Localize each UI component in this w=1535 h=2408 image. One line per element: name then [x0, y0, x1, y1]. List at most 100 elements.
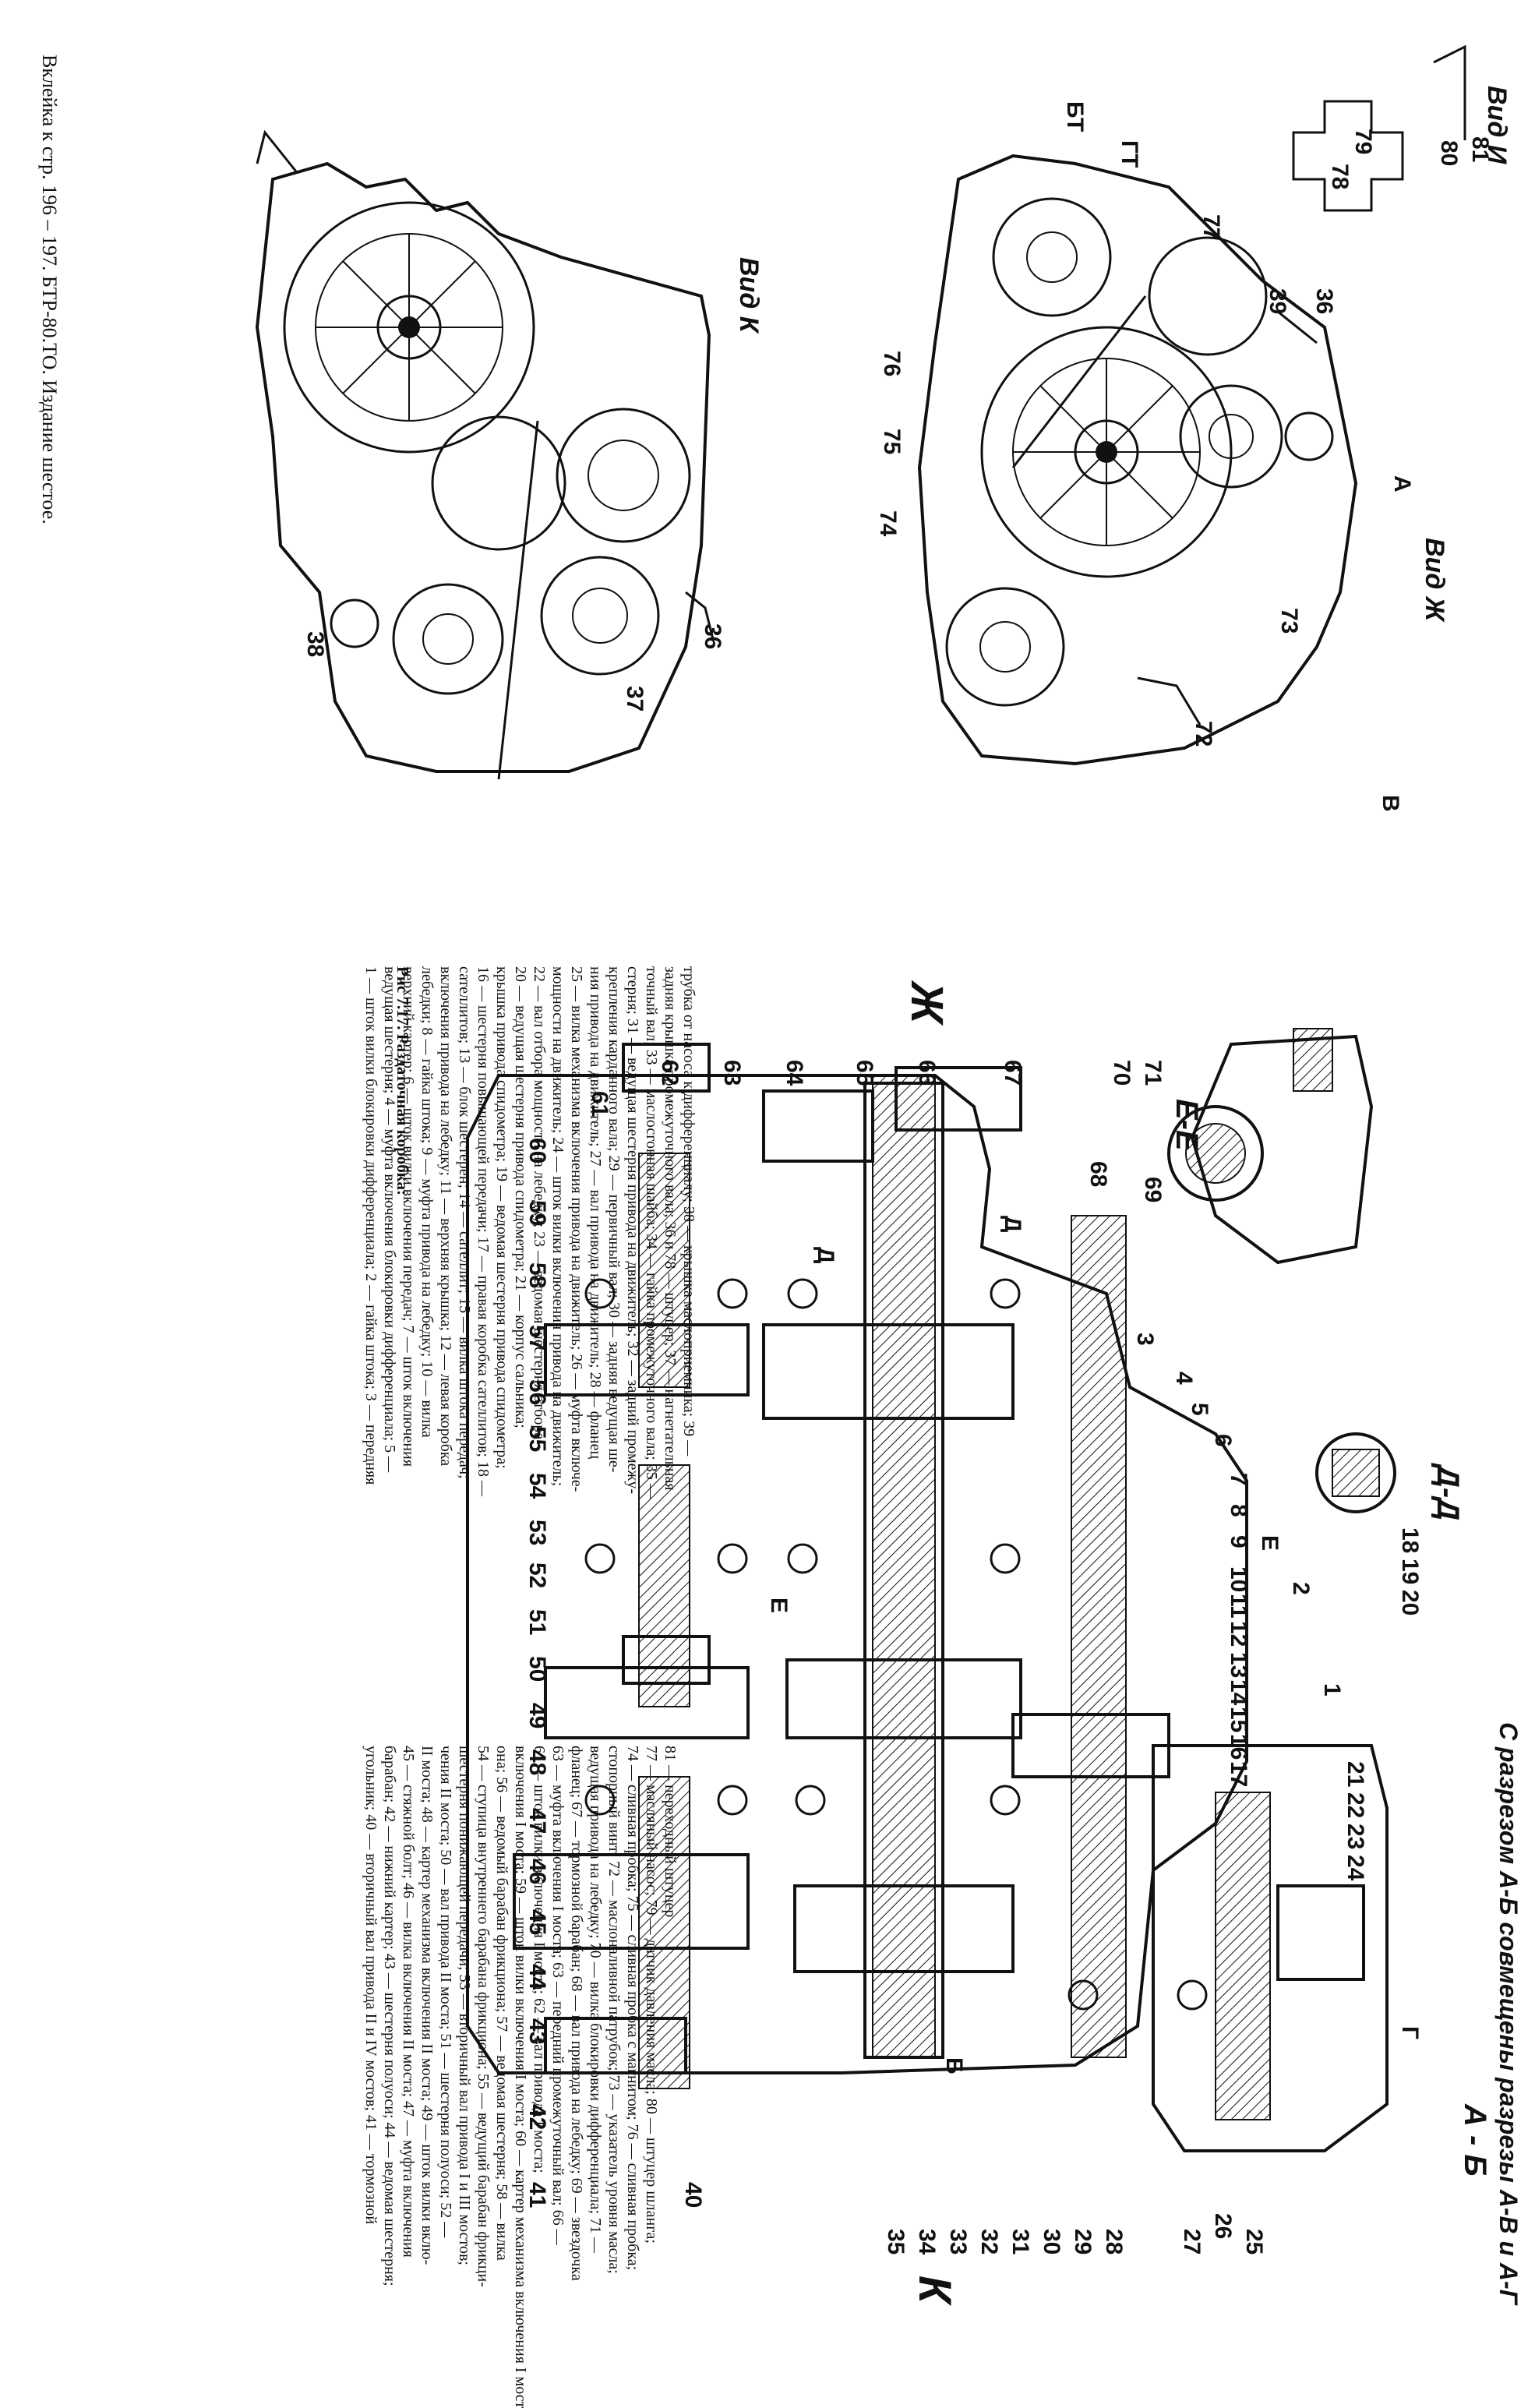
caption-line: ведущая привода на лебедку; 70 — вилка б…	[587, 1746, 604, 2254]
callout: 68	[1085, 1161, 1111, 1187]
callout: 9	[1226, 1535, 1251, 1548]
callout: 6	[1210, 1434, 1236, 1447]
caption-line: 63 — муфта включения I моста; 63 — перед…	[549, 1746, 566, 2246]
callout: 47	[524, 1808, 550, 1834]
label-39: 39	[1265, 288, 1290, 314]
insert-note: Вклейка к стр. 196 – 197. БТР-80.ТО. Изд…	[38, 55, 61, 524]
label-36-zh: 36	[1311, 288, 1337, 314]
callout: 13	[1226, 1652, 1251, 1678]
marker-gt: ГТ	[1117, 140, 1142, 168]
caption-line: она; 56 — ведомый барабан фрикциона; 57 …	[493, 1746, 510, 2261]
callout: 20	[1397, 1590, 1423, 1615]
caption-line: 54 — ступица внутреннего барабана фрикци…	[475, 1746, 492, 2287]
caption-line: крышка привода спидометра; 19 — ведомая …	[493, 966, 510, 1469]
section-ee-title: Е-Е	[1170, 1099, 1204, 1152]
callout: 64	[782, 1060, 807, 1086]
callout: 28	[1101, 2229, 1127, 2254]
callout: 5	[1187, 1403, 1212, 1416]
callout: 25	[1241, 2229, 1267, 2254]
callout: 59	[524, 1200, 550, 1226]
caption-line: 61 — шток вилки включения I моста; 62 — …	[531, 1746, 548, 2173]
view-zh-drawing	[917, 44, 1466, 766]
callout: 29	[1070, 2229, 1096, 2254]
callout: 14	[1226, 1679, 1251, 1706]
callout: 22	[1343, 1792, 1368, 1818]
caption-line: 16 — шестерня повышающей передачи; 17 — …	[475, 966, 492, 1497]
caption-line: фланец; 67 — тормозной барабан; 68 — вал…	[568, 1746, 585, 2281]
label-38-k: 38	[302, 631, 328, 657]
marker-a: А	[1389, 475, 1415, 493]
caption-line: угольник; 40 — вторичный вал привода II …	[362, 1746, 379, 2224]
callout: 27	[1179, 2229, 1205, 2254]
callout: 7	[1226, 1473, 1251, 1486]
callout: 4	[1171, 1372, 1197, 1385]
callout: 1	[1319, 1683, 1345, 1697]
callout: 34	[914, 2229, 940, 2255]
callout: 51	[524, 1609, 550, 1635]
caption-line: стопорный винт; 72 — маслоналивной патру…	[605, 1746, 623, 2274]
callout: 70	[1109, 1060, 1134, 1086]
marker-d1: Д	[1000, 1216, 1025, 1232]
caption-line: II моста; 48 — картер механизма включени…	[418, 1746, 436, 2265]
callout: 32	[976, 2229, 1002, 2254]
callout: 10	[1226, 1566, 1251, 1592]
caption-line: мощности на движитель; 24 — шток вилки в…	[549, 966, 566, 1486]
label-74: 74	[875, 510, 901, 537]
marker-bt: БТ	[1062, 101, 1088, 132]
callout: 55	[524, 1426, 550, 1452]
caption-line: чения II моста; 50 — вал привода II мост…	[437, 1746, 454, 2238]
caption-col2: угольник; 40 — вторичный вал привода II …	[362, 1746, 679, 2408]
callout: 49	[524, 1703, 550, 1728]
callout: 23	[1343, 1824, 1368, 1849]
caption-line: 1 — шток вилки блокировки дифференциала;…	[362, 966, 379, 1485]
callout: 71	[1140, 1060, 1166, 1086]
label-72: 72	[1191, 721, 1216, 747]
label-37-k: 37	[622, 686, 648, 711]
section-ab-title: А - Б	[1458, 2103, 1492, 2177]
callout: 43	[524, 2018, 550, 2044]
callout: 35	[883, 2229, 909, 2254]
callout: 50	[524, 1656, 550, 1682]
view-zh-title: Вид Ж	[1420, 538, 1449, 623]
callout: 54	[524, 1473, 550, 1499]
caption-line: барабан; 42 — нижний картер; 43 — шестер…	[381, 1746, 398, 2286]
label-77: 77	[1198, 214, 1224, 240]
marker-g: Г	[1397, 2026, 1423, 2039]
callout: 52	[524, 1562, 550, 1588]
label-78: 78	[1327, 164, 1353, 189]
callout: 11	[1226, 1594, 1251, 1619]
callout: 40	[680, 2182, 706, 2208]
marker-k: К	[909, 2276, 960, 2306]
callout: 15	[1226, 1707, 1251, 1732]
caption-line: 20 — ведущая шестерня привода спидометра…	[512, 966, 529, 1428]
callout: 30	[1039, 2229, 1064, 2254]
callout: 46	[524, 1859, 550, 1884]
callout: 61	[587, 1091, 612, 1117]
callout: 17	[1226, 1761, 1251, 1787]
callout: 53	[524, 1520, 550, 1545]
callout: 63	[719, 1060, 745, 1086]
marker-e2: Е	[766, 1598, 792, 1613]
caption-line: 25 — вилка механизма включения привода н…	[568, 966, 585, 1492]
callout: 60	[524, 1138, 550, 1163]
bearings	[584, 1278, 1208, 2011]
callout: 21	[1343, 1761, 1368, 1787]
caption-line: включения I моста; 59 — шток вилки включ…	[512, 1746, 529, 2408]
view-i-title: Вид И	[1482, 86, 1512, 165]
label-76: 76	[879, 351, 905, 376]
callout: 58	[524, 1262, 550, 1288]
callout: 56	[524, 1379, 550, 1405]
callout: 66	[914, 1060, 940, 1086]
callout: 8	[1226, 1504, 1251, 1517]
callout: 42	[524, 2104, 550, 2130]
callout: 69	[1140, 1177, 1166, 1202]
callout: 44	[524, 1964, 550, 1990]
callout: 2	[1288, 1582, 1314, 1595]
callout: 67	[1000, 1060, 1025, 1086]
callout: 48	[524, 1750, 550, 1775]
caption-line: 74 — сливная пробка; 75 — сливная пробка…	[624, 1746, 641, 2270]
caption-line: ведущая шестерня; 4 — муфта включения бл…	[381, 966, 398, 1473]
caption-line: стерня; 31 — ведущая шестерня привода на…	[624, 966, 641, 1494]
callout: 57	[524, 1325, 550, 1351]
